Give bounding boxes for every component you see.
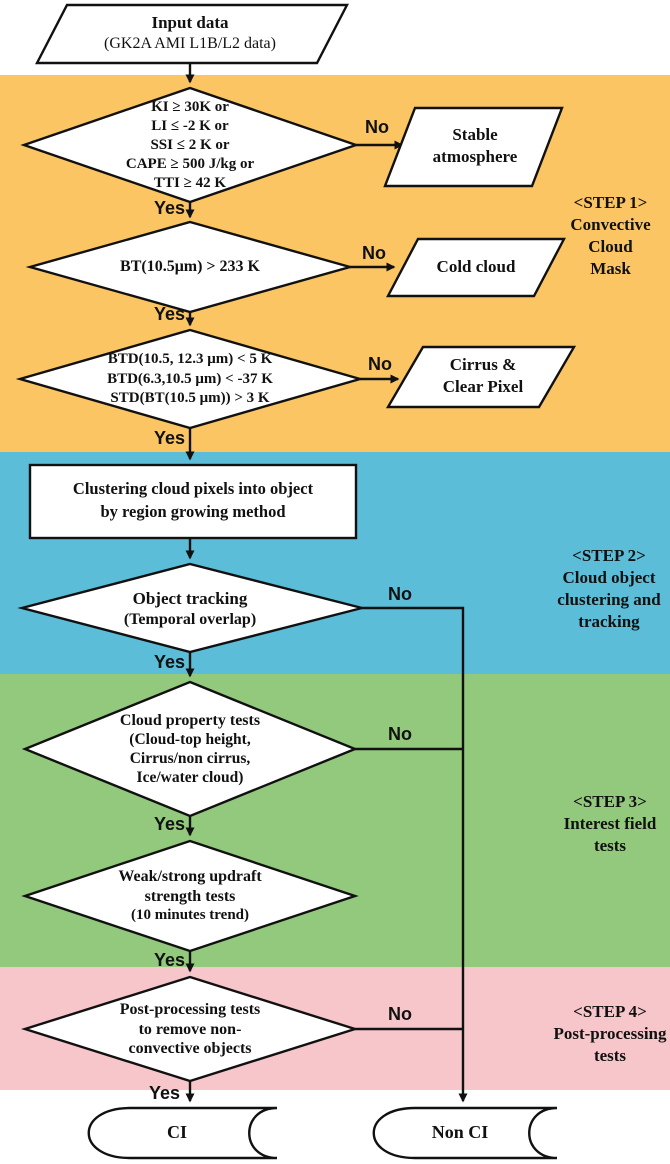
step4-label: <STEP 4> Post-processing tests (548, 1001, 670, 1067)
no-label-2: No (362, 243, 386, 263)
input-title: Input data (151, 13, 229, 32)
instability-test-shape (20, 86, 360, 204)
clustering-node-shape (28, 463, 358, 540)
cirrus-clear-pixel-shape (385, 345, 577, 409)
post-processing-tests-shape (21, 975, 359, 1083)
ci-terminal-shape (87, 1106, 278, 1160)
no-label-1: No (365, 117, 389, 137)
yes-label-7: Yes (148, 1083, 180, 1103)
step1-label: <STEP 1> Convective Cloud Mask (553, 192, 668, 280)
yes-label-1: Yes (153, 198, 185, 218)
object-tracking-shape (17, 562, 363, 654)
cirrus-test-shape (15, 328, 365, 430)
cold-cloud-test-node: BT(10.5μm) > 233 K (120, 258, 260, 275)
clustering-node: Clustering cloud pixels into object by r… (72, 479, 314, 521)
cold-cloud-node: Cold cloud (436, 257, 516, 276)
yes-label-3: Yes (153, 428, 185, 448)
no-label-5: No (388, 724, 412, 744)
cloud-property-tests-node: Cloud property tests (Cloud-top height, … (119, 712, 261, 786)
cloud-property-tests-shape (21, 680, 359, 818)
no-label-6: No (388, 1004, 412, 1024)
stable-atmosphere-shape (383, 106, 564, 188)
object-tracking-node: Object tracking (Temporal overlap) (123, 589, 257, 628)
step3-title: <STEP 3> (573, 792, 647, 811)
cold-cloud-shape (386, 237, 566, 298)
yes-label-4: Yes (153, 652, 185, 672)
non-ci-terminal: Non CI (431, 1122, 489, 1142)
instability-test-node: KI ≥ 30K or LI ≤ -2 K or SSI ≤ 2 K or CA… (125, 99, 255, 191)
input-node-shape (35, 3, 349, 65)
cirrus-clear-pixel-node: Cirrus & Clear Pixel (442, 355, 524, 396)
ci-terminal: CI (166, 1122, 187, 1142)
updraft-tests-shape (21, 839, 359, 953)
no-label-3: No (368, 354, 392, 374)
cirrus-test-node: BTD(10.5, 12.3 μm) < 5 K BTD(6.3,10.5 μm… (107, 351, 273, 406)
step4-title: <STEP 4> (573, 1002, 647, 1021)
no-label-4: No (388, 584, 412, 604)
input-node: Input data (GK2A AMI L1B/L2 data) (60, 12, 320, 54)
edge-tracking-no-to-nonci (362, 606, 468, 1103)
step3-label: <STEP 3> Interest field tests (550, 791, 670, 857)
post-processing-tests-node: Post-processing tests to remove non- con… (119, 1001, 261, 1057)
step1-title: <STEP 1> (573, 193, 648, 212)
yes-label-2: Yes (153, 304, 185, 324)
non-ci-terminal-shape (372, 1106, 558, 1160)
yes-label-5: Yes (153, 814, 185, 834)
yes-label-6: Yes (153, 950, 185, 970)
cold-cloud-test-shape (25, 220, 355, 314)
updraft-tests-node: Weak/strong updraft strength tests (10 m… (118, 868, 262, 923)
step2-title: <STEP 2> (572, 546, 646, 565)
stable-atmosphere-node: Stable atmosphere (432, 125, 518, 166)
step2-label: <STEP 2> Cloud object clustering and tra… (548, 545, 670, 633)
input-subtitle: (GK2A AMI L1B/L2 data) (104, 35, 276, 52)
